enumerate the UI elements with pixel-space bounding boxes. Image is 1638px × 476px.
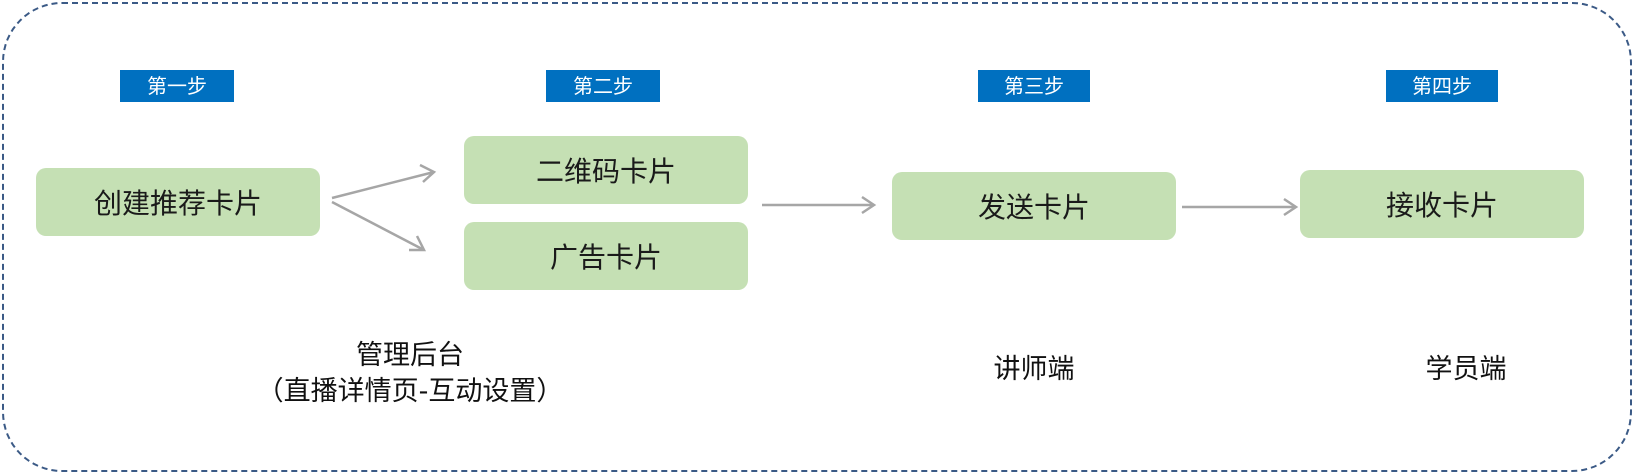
step-badge-1: 第一步 (120, 70, 234, 102)
node-ad-card: 广告卡片 (464, 222, 748, 290)
node-send-card: 发送卡片 (892, 172, 1176, 240)
caption-admin-line1: 管理后台 (356, 340, 464, 371)
caption-teacher: 讲师端 (993, 354, 1075, 385)
caption-admin-line2: （直播详情页-互动设置） (256, 376, 564, 407)
step-badge-2: 第二步 (546, 70, 660, 102)
node-create-card: 创建推荐卡片 (36, 168, 320, 236)
caption-student: 学员端 (1425, 354, 1507, 385)
step-badge-4: 第四步 (1386, 70, 1498, 102)
step-badge-3: 第三步 (978, 70, 1090, 102)
node-qr-card: 二维码卡片 (464, 136, 748, 204)
node-receive-card: 接收卡片 (1300, 170, 1584, 238)
caption-admin: 管理后台 （直播详情页-互动设置） (240, 338, 580, 410)
